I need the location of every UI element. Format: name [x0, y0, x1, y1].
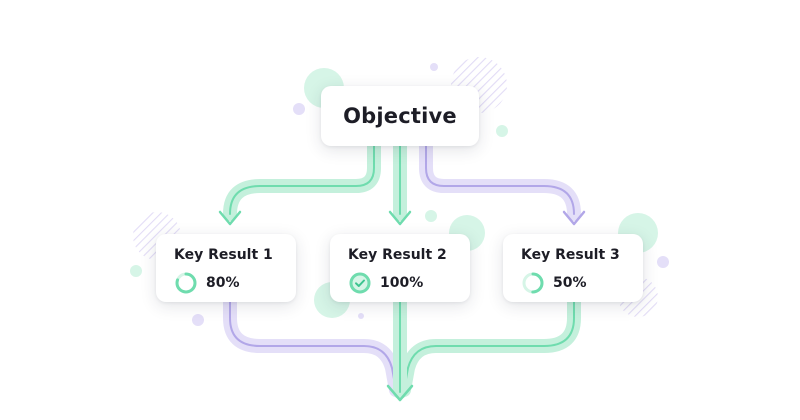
- key-results-merge-connectors: [223, 295, 581, 402]
- key-result-title: Key Result 2: [348, 247, 447, 263]
- decor-dot: [130, 265, 142, 277]
- decor-dot: [192, 314, 204, 326]
- arrowhead-kr2: [388, 210, 412, 226]
- check-icon: [355, 279, 365, 287]
- decor-dot: [496, 125, 508, 137]
- decor-dot: [425, 210, 437, 222]
- decor-dot: [657, 256, 669, 268]
- key-result-title: Key Result 1: [174, 247, 273, 263]
- connector-kr1-merge-line: [229, 301, 397, 391]
- progress-ring-icon: [175, 272, 197, 294]
- progress-ring-fill: [522, 272, 544, 294]
- progress-ring-check-icon: [349, 272, 371, 294]
- arrowhead-kr3: [562, 210, 586, 226]
- decor-dot: [430, 63, 438, 71]
- progress-ring-fill: [349, 272, 371, 294]
- connector-objective-kr1-line: [229, 145, 375, 215]
- key-result-progress: 50%: [521, 271, 643, 295]
- connector-objective-kr3: [419, 139, 581, 221]
- key-result-percent: 100%: [380, 275, 424, 291]
- key-result-title: Key Result 3: [521, 247, 620, 263]
- progress-ring-fill: [175, 272, 197, 294]
- key-result-progress: 100%: [348, 271, 470, 295]
- key-result-percent: 80%: [206, 275, 240, 291]
- key-result-card-1: Key Result 1 80%: [156, 234, 296, 302]
- objective-to-key-results-connectors: [218, 139, 586, 226]
- connector-objective-kr3-line: [425, 145, 575, 215]
- key-result-card-2: Key Result 2 100%: [330, 234, 470, 302]
- decor-dot: [293, 103, 305, 115]
- objective-card: Objective: [321, 86, 479, 146]
- progress-ring-icon: [522, 272, 544, 294]
- arrowhead-kr1: [218, 210, 242, 226]
- connector-objective-kr1: [223, 139, 381, 221]
- connector-kr3-merge-line: [403, 301, 575, 391]
- key-result-percent: 50%: [553, 275, 587, 291]
- arrowhead-merge: [386, 384, 414, 402]
- decor-dot: [358, 313, 364, 319]
- key-result-card-3: Key Result 3 50%: [503, 234, 643, 302]
- objective-title: Objective: [343, 104, 457, 128]
- key-result-progress: 80%: [174, 271, 296, 295]
